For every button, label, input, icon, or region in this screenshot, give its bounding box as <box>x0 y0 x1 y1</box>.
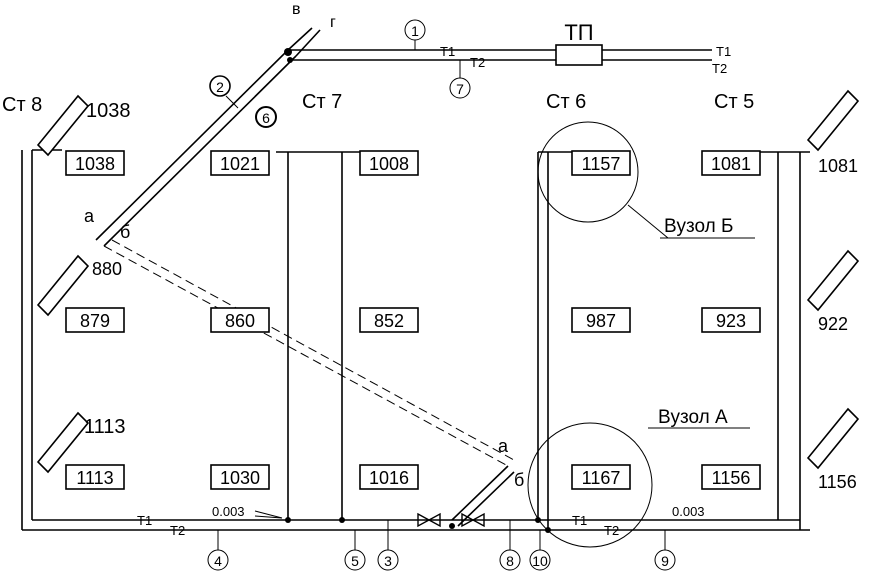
radiator-value: 1156 <box>712 468 751 488</box>
pipe-label-t1-end: Т1 <box>716 44 731 59</box>
section-marker-6: 6 <box>255 106 277 128</box>
radiator-value: 1030 <box>220 468 260 488</box>
riser-st5 <box>760 151 810 530</box>
radiator-iso-st5-middle <box>806 249 860 312</box>
node-b-label: Вузол Б <box>664 216 733 237</box>
section-marker-9: 9 <box>654 530 676 571</box>
node-a-label: Вузол А <box>658 407 728 428</box>
pipe-label-t2-top: Т2 <box>470 55 485 70</box>
pipe-label-t1-bottom-right: Т1 <box>572 513 587 528</box>
slope-left: 0.003 <box>212 504 245 519</box>
node-b-leader <box>627 204 669 239</box>
riser-label-st7: Ст 7 <box>302 91 342 113</box>
iso-value-st8-bottom: 1113 <box>84 416 126 438</box>
radiator-iso-st5-bottom <box>806 407 860 470</box>
section-marker-10: 10 <box>529 530 551 571</box>
radiator-value: 1021 <box>220 154 260 174</box>
radiator-st7l-middle: 860 <box>210 307 270 333</box>
top-main-pipes <box>290 44 712 66</box>
svg-text:9: 9 <box>661 553 669 569</box>
riser-st8 <box>21 149 62 530</box>
radiator-value: 1008 <box>369 154 409 174</box>
radiator-value: 1038 <box>75 154 115 174</box>
pipe-label-t2-end: Т2 <box>712 61 727 76</box>
radiator-st7r-top: 1008 <box>359 150 419 176</box>
section-marker-5: 5 <box>344 530 366 571</box>
heat-point-label: ТП <box>564 20 593 45</box>
radiator-iso-st8-middle <box>36 254 90 317</box>
radiator-value: 923 <box>716 311 746 331</box>
section-marker-4: 4 <box>207 530 229 571</box>
radiator-st5-middle: 923 <box>701 307 761 333</box>
section-marker-2: 2 <box>209 75 239 109</box>
radiator-st8-middle: 879 <box>65 307 125 333</box>
svg-text:5: 5 <box>351 553 359 569</box>
radiator-value: 1113 <box>76 468 113 488</box>
iso-value-st5-top: 1081 <box>818 156 858 176</box>
slope-right: 0.003 <box>672 504 705 519</box>
radiator-value: 1081 <box>711 154 751 174</box>
letter-b-bottom: б <box>514 470 524 490</box>
letter-v: в <box>292 1 301 18</box>
svg-text:3: 3 <box>384 553 392 569</box>
letter-b-top: б <box>120 222 130 242</box>
radiator-value: 879 <box>80 311 110 331</box>
radiator-st6-middle: 987 <box>571 307 631 333</box>
section-marker-8: 8 <box>499 520 521 571</box>
radiator-value: 1016 <box>369 468 409 488</box>
svg-text:8: 8 <box>506 553 514 569</box>
radiator-value: 852 <box>374 311 404 331</box>
svg-text:7: 7 <box>456 81 464 97</box>
radiator-value: 987 <box>586 311 616 331</box>
iso-value-st8-middle: 880 <box>92 259 122 279</box>
radiator-value: 1157 <box>582 154 621 174</box>
pipe-label-t1-bottom-left: Т1 <box>137 513 152 528</box>
pipe-label-t2-bottom-left: Т2 <box>170 523 185 538</box>
pipe-label-t2-bottom-right: Т2 <box>604 523 619 538</box>
section-marker-7: 7 <box>449 60 471 99</box>
iso-value-st8-top: 1038 <box>86 100 131 122</box>
riser-label-st8: Ст 8 <box>2 94 42 116</box>
riser-st7 <box>276 151 360 523</box>
radiator-iso-st8-top <box>36 94 90 157</box>
svg-text:10: 10 <box>532 553 548 569</box>
valve-symbols <box>417 512 485 529</box>
radiator-value: 860 <box>225 311 255 331</box>
radiator-iso-st8-bottom <box>36 411 90 474</box>
radiator-st7l-top: 1021 <box>210 150 270 176</box>
radiator-st5-bottom: 1156 <box>701 464 761 490</box>
section-marker-3: 3 <box>377 520 399 571</box>
riser-label-st6: Ст 6 <box>546 91 586 113</box>
letter-g: г <box>330 14 336 31</box>
iso-value-st5-middle: 922 <box>818 314 848 334</box>
radiator-st7l-bottom: 1030 <box>210 464 270 490</box>
radiator-st7r-bottom: 1016 <box>359 464 419 490</box>
radiator-st8-top: 1038 <box>65 150 125 176</box>
radiator-st6-top: 1157 <box>571 150 631 176</box>
svg-text:1: 1 <box>411 23 419 39</box>
radiator-st7r-middle: 852 <box>359 307 419 333</box>
letter-a-bottom: а <box>498 436 509 456</box>
radiator-iso-st5-top <box>806 89 860 152</box>
radiator-st5-top: 1081 <box>701 150 761 176</box>
node-b-circle <box>537 121 639 223</box>
radiator-st8-bottom: 1113 <box>65 464 125 490</box>
svg-text:2: 2 <box>216 79 224 95</box>
radiator-st6-bottom: 1167 <box>571 464 631 490</box>
radiator-value: 1167 <box>582 468 621 488</box>
node-a-circle <box>527 422 653 548</box>
svg-text:6: 6 <box>262 110 270 126</box>
iso-value-st5-bottom: 1156 <box>818 472 857 492</box>
heat-point-box <box>555 44 603 66</box>
diagonal-main-top <box>95 27 321 247</box>
riser-label-st5: Ст 5 <box>714 91 754 113</box>
svg-text:4: 4 <box>214 553 222 569</box>
bottom-main-pipes <box>22 510 810 531</box>
pipe-label-t1-top: Т1 <box>440 44 455 59</box>
dashed-connection <box>103 239 515 467</box>
letter-a-top: а <box>84 206 95 226</box>
section-marker-1: 1 <box>404 19 426 50</box>
